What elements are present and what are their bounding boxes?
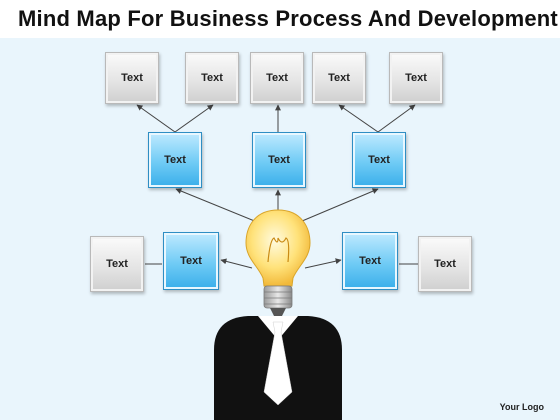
node-label: Text [164, 154, 186, 166]
node-label: Text [201, 72, 223, 84]
node-label: Text [328, 72, 350, 84]
node-label: Text [121, 72, 143, 84]
connector-bulb-right [304, 258, 342, 269]
node-label: Text [266, 72, 288, 84]
node-top-3: Text [250, 52, 304, 104]
connector-mid1-top1 [136, 104, 176, 133]
connector-mid3-top5 [377, 104, 416, 133]
node-left-outer: Text [90, 236, 144, 292]
node-label: Text [368, 154, 390, 166]
node-label: Text [180, 255, 202, 267]
connector-mid1-top2 [174, 104, 214, 133]
page-title: Mind Map For Business Process And Develo… [18, 6, 558, 31]
node-top-1: Text [105, 52, 159, 104]
node-label: Text [106, 258, 128, 270]
node-right-outer: Text [418, 236, 472, 292]
node-top-4: Text [312, 52, 366, 104]
node-top-2: Text [185, 52, 239, 104]
businessman-figure [214, 316, 342, 420]
node-mid-2: Text [252, 132, 306, 188]
logo-text: Your Logo [499, 402, 544, 412]
light-bulb-icon [245, 209, 311, 316]
connector-bulb-left [220, 258, 253, 269]
connector-bulb-mid-1 [175, 188, 263, 225]
node-left-inner: Text [163, 232, 219, 290]
connector-mid3-top4 [338, 104, 379, 133]
node-label: Text [405, 72, 427, 84]
node-mid-3: Text [352, 132, 406, 188]
connector-bulb-mid-3 [294, 188, 379, 225]
node-label: Text [359, 255, 381, 267]
node-label: Text [268, 154, 290, 166]
node-top-5: Text [389, 52, 443, 104]
node-label: Text [434, 258, 456, 270]
node-right-inner: Text [342, 232, 398, 290]
node-mid-1: Text [148, 132, 202, 188]
title-bar: Mind Map For Business Process And Develo… [0, 0, 560, 38]
